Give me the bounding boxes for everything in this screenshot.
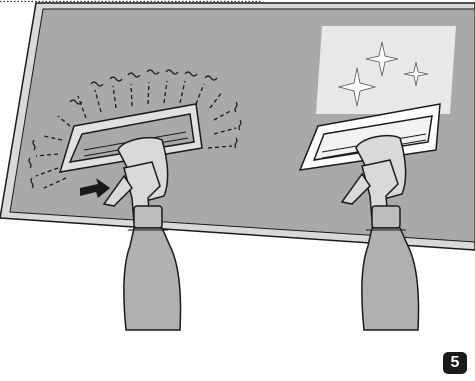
clean-area — [316, 26, 456, 114]
step-number-badge: 5 — [443, 352, 467, 374]
